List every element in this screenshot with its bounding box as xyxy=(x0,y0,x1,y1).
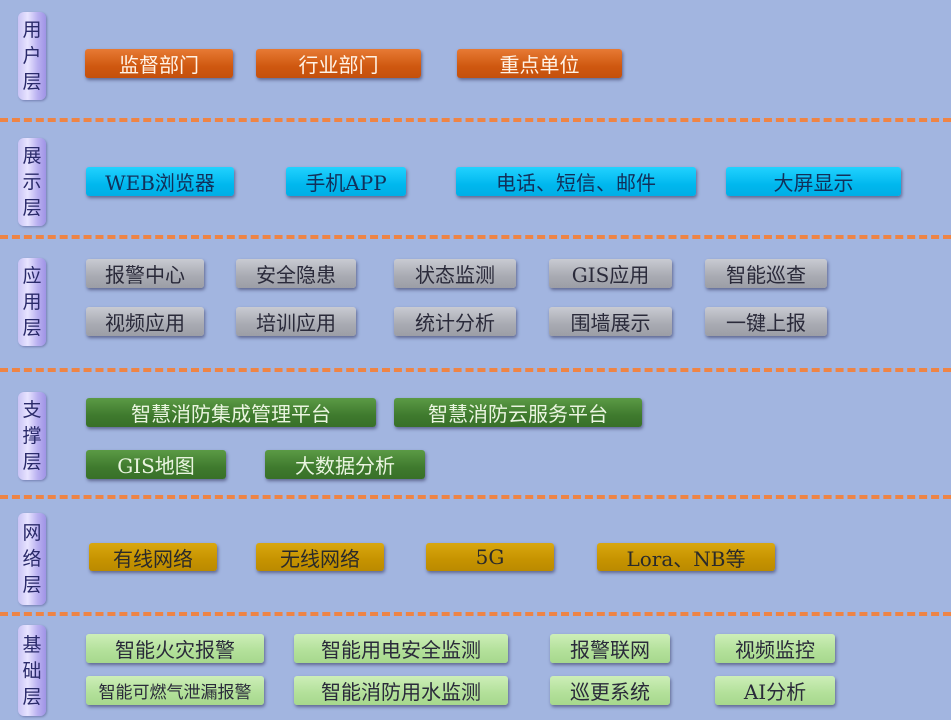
layer-label-display: 展 示 层 xyxy=(18,138,46,226)
network-wired: 有线网络 xyxy=(89,543,217,571)
support-gis-map: GIS地图 xyxy=(86,450,226,479)
layer-label-application: 应 用 层 xyxy=(18,258,46,346)
network-5g: 5G xyxy=(426,543,554,571)
network-lora-nb: Lora、NB等 xyxy=(597,543,775,571)
app-wall-display: 围墙展示 xyxy=(549,307,672,336)
base-patrol-system: 巡更系统 xyxy=(550,676,670,705)
display-mobile-app: 手机APP xyxy=(286,167,406,196)
app-statistics: 统计分析 xyxy=(394,307,516,336)
user-supervision-dept: 监督部门 xyxy=(85,49,233,78)
label-char: 层 xyxy=(22,574,42,596)
base-fire-water-monitor: 智能消防用水监测 xyxy=(294,676,508,705)
app-smart-patrol: 智能巡查 xyxy=(705,259,827,288)
label-char: 络 xyxy=(22,548,42,570)
label-char: 层 xyxy=(22,685,42,708)
base-gas-leak-alarm: 智能可燃气泄漏报警 xyxy=(86,676,264,705)
label-char: 展 xyxy=(22,145,42,167)
label-char: 基 xyxy=(22,633,42,656)
user-key-units: 重点单位 xyxy=(457,49,622,78)
display-phone-sms-email: 电话、短信、邮件 xyxy=(456,167,696,196)
base-ai-analysis: AI分析 xyxy=(715,676,835,705)
app-alarm-center: 报警中心 xyxy=(86,259,204,288)
divider xyxy=(0,368,951,372)
app-safety-hazard: 安全隐患 xyxy=(236,259,356,288)
divider xyxy=(0,495,951,499)
label-char: 网 xyxy=(22,522,42,544)
label-char: 用 xyxy=(22,19,42,41)
app-one-click-report: 一键上报 xyxy=(705,307,827,336)
label-char: 撑 xyxy=(22,425,42,447)
app-gis: GIS应用 xyxy=(549,259,672,288)
base-video-surveillance: 视频监控 xyxy=(715,634,835,663)
layer-label-base: 基 础 层 xyxy=(18,625,46,716)
label-char: 户 xyxy=(22,45,42,67)
label-char: 层 xyxy=(22,317,42,339)
base-fire-alarm: 智能火灾报警 xyxy=(86,634,264,663)
display-web-browser: WEB浏览器 xyxy=(86,167,234,196)
app-video: 视频应用 xyxy=(86,307,204,336)
layer-label-network: 网 络 层 xyxy=(18,513,46,605)
divider xyxy=(0,235,951,239)
label-char: 支 xyxy=(22,399,42,421)
label-char: 层 xyxy=(22,451,42,473)
display-big-screen: 大屏显示 xyxy=(726,167,901,196)
user-industry-dept: 行业部门 xyxy=(256,49,421,78)
label-char: 层 xyxy=(22,197,42,219)
network-wireless: 无线网络 xyxy=(256,543,384,571)
app-status-monitoring: 状态监测 xyxy=(394,259,516,288)
label-char: 层 xyxy=(22,71,42,93)
divider xyxy=(0,612,951,616)
app-training: 培训应用 xyxy=(236,307,356,336)
divider xyxy=(0,118,951,122)
label-char: 用 xyxy=(22,291,42,313)
label-char: 应 xyxy=(22,265,42,287)
support-integrated-platform: 智慧消防集成管理平台 xyxy=(86,398,376,427)
support-big-data: 大数据分析 xyxy=(265,450,425,479)
base-alarm-network: 报警联网 xyxy=(550,634,670,663)
support-cloud-platform: 智慧消防云服务平台 xyxy=(394,398,642,427)
label-char: 示 xyxy=(22,171,42,193)
layer-label-support: 支 撑 层 xyxy=(18,392,46,480)
layer-label-user: 用 户 层 xyxy=(18,12,46,100)
base-electric-safety: 智能用电安全监测 xyxy=(294,634,508,663)
label-char: 础 xyxy=(22,659,42,682)
